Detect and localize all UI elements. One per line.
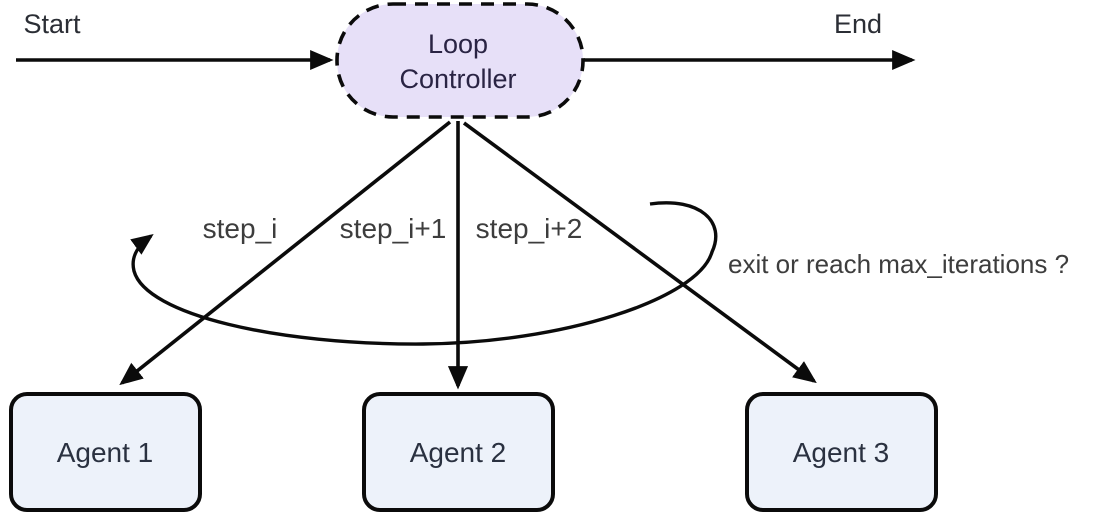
- loop-controller-label-line2: Controller: [399, 64, 516, 94]
- edge-step-i2: [462, 121, 817, 384]
- agent-2-node: Agent 2: [362, 392, 555, 512]
- agent-3-shape: [745, 392, 938, 512]
- end-label: End: [834, 9, 882, 39]
- loop-back-arrow: [130, 201, 718, 346]
- agent-2-label: Agent 2: [410, 437, 507, 468]
- loop-condition-label: exit or reach max_iterations ?: [728, 249, 1069, 279]
- agent-3-node: Agent 3: [745, 392, 938, 512]
- loop-controller-shape: [335, 2, 585, 119]
- agent-1-shape: [9, 392, 202, 512]
- agent-1-node: Agent 1: [9, 392, 202, 512]
- edge-label-step-i2: step_i+2: [476, 213, 583, 244]
- edge-label-step-i1: step_i+1: [340, 213, 447, 244]
- agent-1-label: Agent 1: [57, 437, 154, 468]
- loop-controller-label-line1: Loop: [428, 29, 488, 59]
- agent-2-shape: [362, 392, 555, 512]
- loop-controller-node: Loop Controller: [335, 2, 585, 119]
- edge-label-step-i: step_i: [203, 213, 278, 244]
- edge-step-i: [119, 120, 452, 386]
- start-label: Start: [23, 9, 81, 39]
- agent-3-label: Agent 3: [793, 437, 890, 468]
